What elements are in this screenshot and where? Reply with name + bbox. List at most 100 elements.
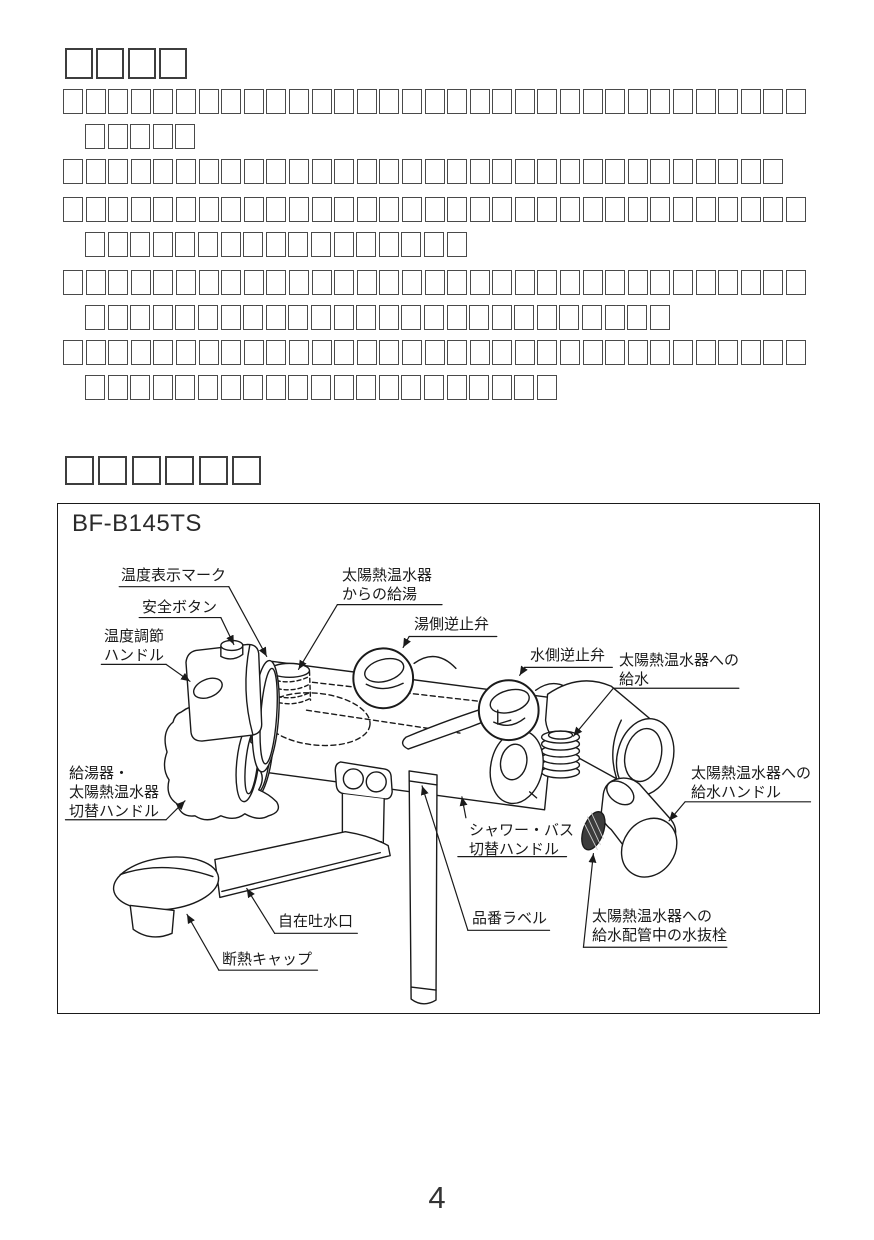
redacted-character-box	[740, 340, 761, 365]
redacted-character-box	[378, 305, 399, 330]
redacted-character-box	[197, 375, 218, 400]
redacted-character-box	[650, 197, 671, 222]
solar-supply-handle-part	[600, 777, 678, 878]
redacted-character-box	[85, 375, 105, 400]
redacted-character-box	[695, 270, 716, 295]
label-solar-water-supply: 太陽熱温水器への 給水	[619, 651, 740, 688]
redacted-character-box	[63, 159, 83, 184]
redacted-character-box	[560, 340, 581, 365]
redacted-character-box	[447, 197, 468, 222]
redacted-character-box	[130, 89, 151, 114]
redacted-character-box	[537, 89, 558, 114]
redacted-character-box	[560, 197, 581, 222]
redacted-text-line	[63, 270, 809, 295]
redacted-character-box	[288, 232, 309, 257]
insulation-cap-part	[129, 904, 175, 938]
redacted-character-box	[492, 89, 513, 114]
redacted-character-box	[763, 89, 784, 114]
redacted-character-box	[469, 270, 490, 295]
redacted-character-box	[424, 197, 445, 222]
redacted-character-box	[424, 159, 445, 184]
redacted-character-box	[401, 270, 422, 295]
redacted-character-box	[582, 89, 603, 114]
redacted-character-box	[130, 124, 151, 149]
redacted-character-box	[221, 159, 242, 184]
redacted-text-line	[63, 340, 809, 365]
redacted-character-box	[514, 305, 535, 330]
redacted-character-box	[152, 305, 173, 330]
redacted-character-box	[379, 340, 400, 365]
redacted-character-box	[311, 340, 332, 365]
redacted-character-box	[108, 340, 129, 365]
redacted-character-box	[514, 270, 535, 295]
redacted-character-box	[85, 159, 106, 184]
redacted-character-box	[605, 159, 626, 184]
redacted-character-box	[107, 305, 128, 330]
redacted-character-box	[266, 159, 287, 184]
redacted-character-box	[334, 159, 355, 184]
redacted-character-box	[469, 340, 490, 365]
redacted-character-box	[220, 375, 241, 400]
label-hot-side-check-valve: 湯側逆止弁	[414, 615, 490, 633]
redacted-character-box	[491, 305, 512, 330]
redacted-character-box	[131, 456, 161, 485]
redacted-character-box	[627, 305, 648, 330]
redacted-character-box	[63, 340, 83, 365]
redacted-character-box	[786, 340, 806, 365]
redacted-character-box	[492, 340, 513, 365]
redacted-character-box	[265, 232, 286, 257]
redacted-character-box	[175, 340, 196, 365]
redacted-character-box	[198, 197, 219, 222]
redacted-character-box	[424, 89, 445, 114]
label-solar-water-supply-handle: 太陽熱温水器への 給水ハンドル	[691, 764, 812, 801]
redacted-character-box	[333, 305, 354, 330]
redacted-text-line	[63, 197, 809, 222]
redacted-character-box	[627, 270, 648, 295]
redacted-character-box	[175, 124, 196, 149]
redacted-character-box	[650, 89, 671, 114]
redacted-character-box	[159, 48, 188, 79]
redacted-character-box	[220, 305, 241, 330]
redacted-character-box	[559, 305, 580, 330]
redacted-character-box	[379, 270, 400, 295]
label-leader-lines	[165, 586, 686, 971]
redacted-character-box	[401, 197, 422, 222]
redacted-character-box	[514, 89, 535, 114]
redacted-character-box	[311, 159, 332, 184]
redacted-character-box	[401, 375, 422, 400]
redacted-character-box	[447, 89, 468, 114]
redacted-character-box	[130, 159, 151, 184]
redacted-character-box	[401, 232, 422, 257]
redacted-character-box	[673, 159, 694, 184]
redacted-character-box	[446, 232, 467, 257]
redacted-character-box	[152, 375, 173, 400]
redacted-character-box	[447, 159, 468, 184]
redacted-text-line	[85, 124, 198, 149]
redacted-character-box	[334, 89, 355, 114]
redacted-character-box	[85, 232, 105, 257]
redacted-character-box	[424, 340, 445, 365]
redacted-character-box	[582, 340, 603, 365]
redacted-character-box	[605, 89, 626, 114]
redacted-character-box	[695, 340, 716, 365]
label-temp-adjust-handle: 温度調節 ハンドル	[104, 627, 165, 664]
redacted-character-box	[401, 305, 422, 330]
redacted-section-heading	[65, 456, 265, 485]
redacted-character-box	[786, 270, 806, 295]
redacted-character-box	[401, 340, 422, 365]
redacted-character-box	[108, 270, 129, 295]
redacted-text-line	[85, 305, 672, 330]
redacted-character-box	[604, 305, 625, 330]
redacted-character-box	[492, 159, 513, 184]
redacted-character-box	[605, 270, 626, 295]
redacted-character-box	[130, 375, 151, 400]
redacted-character-box	[537, 159, 558, 184]
redacted-character-box	[243, 89, 264, 114]
redacted-character-box	[198, 270, 219, 295]
redacted-character-box	[130, 305, 151, 330]
redacted-character-box	[165, 456, 195, 485]
redacted-character-box	[288, 270, 309, 295]
redacted-character-box	[763, 159, 784, 184]
label-shower-bath-switch-handle: シャワー・バス 切替ハンドル	[469, 821, 575, 858]
redacted-character-box	[153, 197, 174, 222]
